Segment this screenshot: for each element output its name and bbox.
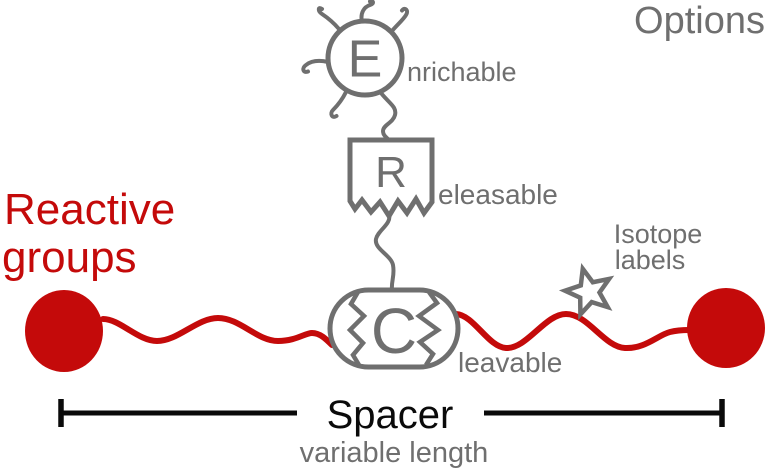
enrichable-arm-top-right-icon: [390, 6, 410, 33]
releasable-label: eleasable: [438, 179, 558, 210]
cleavable-module: C leavable: [327, 287, 562, 378]
enrichable-arm-bottom-left-icon: [329, 90, 348, 119]
spacer-wave-right: [453, 310, 692, 352]
enrichable-label: nrichable: [407, 57, 517, 87]
spacer-wave-left: [100, 314, 335, 348]
enrichable-module: E nrichable: [301, 0, 517, 119]
enrichable-circle: [325, 18, 405, 98]
cleavable-letter: C: [371, 295, 417, 367]
star-icon: [558, 262, 615, 321]
reactive-groups-line1: Reactive: [4, 185, 175, 234]
releasable-letter: R: [375, 148, 407, 197]
cleavable-break-left-icon: [346, 290, 368, 367]
isotope-line2: labels: [615, 245, 686, 275]
enrichable-arms-icon: [301, 0, 410, 119]
options-header: Options: [634, 0, 765, 42]
cleavable-label: leavable: [458, 347, 562, 378]
releasable-to-cleavable-connector: [373, 212, 396, 292]
enrichable-arm-left-icon: [301, 59, 330, 74]
spacer-measure: [58, 399, 725, 427]
releasable-torn-box: [347, 137, 435, 221]
enrichable-arm-top-icon: [359, 0, 375, 24]
cleavable-break-right-icon: [415, 290, 442, 367]
reactive-group-left-icon: [25, 290, 103, 372]
enrichable-arm-top-left-icon: [316, 6, 341, 31]
spacer-label: Spacer: [327, 393, 454, 437]
isotope-labels-label: Isotope labels: [614, 219, 703, 275]
reactive-group-right-icon: [687, 288, 765, 368]
isotope-line1: Isotope: [614, 219, 703, 249]
enrichable-to-releasable-connector: [379, 91, 398, 144]
spacer-sublabel: variable length: [300, 437, 489, 469]
reactive-groups-line2: groups: [2, 233, 137, 282]
releasable-module: R eleasable: [347, 137, 558, 221]
enrichable-letter: E: [348, 31, 383, 89]
reactive-groups-label: Reactive groups: [2, 185, 175, 282]
